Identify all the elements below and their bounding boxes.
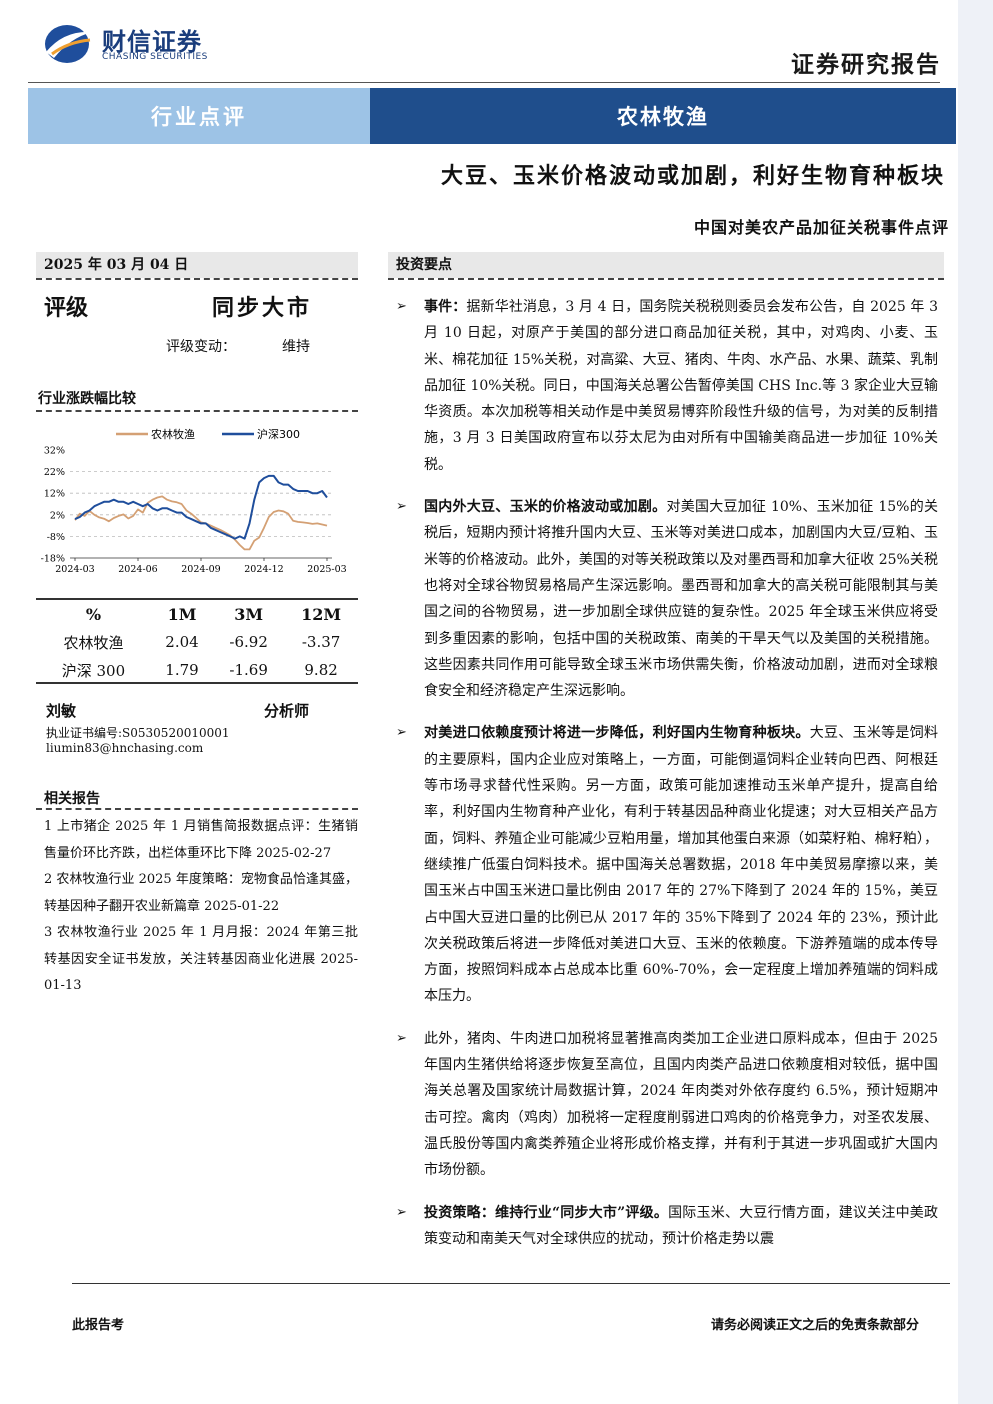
table-cell: -3.37 bbox=[301, 633, 341, 651]
key-point-lead: 事件： bbox=[424, 299, 467, 315]
key-points-divider bbox=[388, 278, 944, 280]
table-cell: 农林牧渔 bbox=[63, 633, 124, 652]
rating-label: 评级 bbox=[44, 295, 89, 321]
key-point-text: 对美国大豆加征 10%、玉米加征 15%的关税后，短期内预计将推升国内大豆、玉米… bbox=[424, 499, 939, 700]
date-divider bbox=[36, 278, 358, 280]
report-subtitle: 中国对美农产品加征关税事件点评 bbox=[693, 218, 949, 237]
x-tick-label: 2024-09 bbox=[181, 564, 220, 575]
table-bottom-rule bbox=[36, 682, 358, 684]
table-cell: 沪深 300 bbox=[61, 661, 126, 680]
analyst-title: 分析师 bbox=[264, 702, 310, 720]
key-point-lead: 对美进口依赖度预计将进一步降低，利好国内生物育种板块。 bbox=[424, 725, 810, 742]
rating-change-value: 维持 bbox=[282, 339, 310, 355]
list-item[interactable]: 2 农林牧渔行业 2025 年度策略：宠物食品恰逢其盛，转基因种子翻开农业新篇章… bbox=[44, 872, 358, 914]
table-cell: -1.69 bbox=[229, 661, 268, 679]
arrow-bullet-icon: ➢ bbox=[396, 1204, 407, 1220]
arrow-bullet-icon: ➢ bbox=[396, 1030, 407, 1046]
disclaimer-note: 请务必阅读正文之后的免责条款部分 bbox=[710, 1318, 919, 1333]
chart-series-line-hs300 bbox=[74, 474, 328, 540]
rating-value: 同步大市 bbox=[212, 295, 313, 321]
header-divider bbox=[28, 82, 940, 83]
company-name: 财信证券 bbox=[102, 28, 202, 56]
footer-left-text: 此报告考 bbox=[72, 1318, 125, 1333]
y-tick-label: 22% bbox=[44, 467, 65, 478]
table-cell: 9.82 bbox=[304, 661, 338, 679]
x-tick-label: 2025-03 bbox=[307, 564, 346, 575]
analyst-name: 刘敏 bbox=[46, 702, 77, 720]
y-tick-label: -18% bbox=[41, 554, 65, 565]
legend-label-agri: 农林牧渔 bbox=[151, 427, 195, 441]
industry-performance-chart: 32% 22% 12% 2% -8% -18% 2024-03 2024-06 2024-09… bbox=[41, 427, 347, 575]
report-type: 证券研究报告 bbox=[791, 51, 941, 78]
key-point-text: 大豆、玉米等是饲料的主要原料，国内企业应对策略上，一方面，可能倒逼饲料企业转向巴… bbox=[424, 725, 939, 1005]
table-cell: -6.92 bbox=[229, 633, 268, 651]
chart-gridlines bbox=[70, 471, 332, 537]
arrow-bullet-icon: ➢ bbox=[396, 499, 407, 515]
right-margin-strip bbox=[958, 0, 993, 1404]
analyst-cert: 执业证书编号:S0530520010001 bbox=[46, 726, 230, 740]
key-point: ➢ 投资策略：维持行业“同步大市”评级。国际玉米、大豆行情方面，建议关注中美政策变… bbox=[396, 1200, 938, 1253]
table-top-rule bbox=[36, 598, 358, 600]
industry-name: 农林牧渔 bbox=[370, 88, 956, 144]
key-points-list: ➢ 事件：据新华社消息，3 月 4 日，国务院关税税则委员会发布公告，自 2025… bbox=[396, 294, 938, 1268]
chart-header-divider bbox=[36, 410, 358, 412]
table-header-cell: % bbox=[85, 604, 102, 624]
related-reports-header: 相关报告 bbox=[44, 791, 100, 807]
y-tick-label: 12% bbox=[44, 489, 65, 500]
table-cell: 1.79 bbox=[165, 661, 199, 679]
company-name-en: CHASING SECURITIES bbox=[102, 52, 208, 62]
chart-legend: 农林牧渔 沪深300 bbox=[116, 427, 300, 441]
key-point-lead: 国内外大豆、玉米的价格波动或加剧。 bbox=[424, 499, 667, 516]
y-tick-label: -8% bbox=[47, 532, 65, 543]
chart-y-axis: 32% 22% 12% 2% -8% -18% bbox=[41, 446, 65, 565]
chart-header: 行业涨跌幅比较 bbox=[38, 391, 136, 407]
key-point-text: 国际玉米、大豆行情方面，建议关注中美政策变动和南美天气对全球供应的扰动，预计价格… bbox=[424, 1204, 939, 1247]
report-date: 2025 年 03 月 04 日 bbox=[36, 252, 358, 278]
chart-x-axis: 2024-03 2024-06 2024-09 2024-12 2025-03 bbox=[55, 557, 347, 575]
key-point-lead: 投资策略：维持行业“同步大市”评级。 bbox=[424, 1204, 669, 1221]
x-tick-label: 2024-03 bbox=[55, 564, 94, 575]
analyst-email: liumin83@hnchasing.com bbox=[46, 741, 204, 755]
key-point-text: 此外，猪肉、牛肉进口加税将显著推高肉类加工企业进口原料成本，但由于 2025 年… bbox=[424, 1030, 938, 1179]
logo-emblem-icon bbox=[45, 25, 92, 63]
key-point: ➢ 对美进口依赖度预计将进一步降低，利好国内生物育种板块。大豆、玉米等是饲料的主要… bbox=[396, 720, 938, 1009]
footer-divider bbox=[72, 1283, 950, 1284]
key-point: ➢ 此外，猪肉、牛肉进口加税将显著推高肉类加工企业进口原料成本，但由于 2025 … bbox=[396, 1026, 938, 1184]
table-header-cell: 12M bbox=[301, 604, 342, 624]
table-header-row: % 1M 3M 12M bbox=[36, 600, 358, 628]
list-item[interactable]: 3 农林牧渔行业 2025 年 1 月月报：2024 年第三批转基因安全证书发放… bbox=[44, 925, 358, 993]
performance-table: % 1M 3M 12M 农林牧渔 2.04 -6.92 -3.37 沪深 300… bbox=[36, 600, 358, 684]
y-tick-label: 2% bbox=[50, 510, 65, 521]
key-point-text: 据新华社消息，3 月 4 日，国务院关税税则委员会发布公告，自 2025 年 3… bbox=[424, 299, 938, 473]
report-title: 大豆、玉米价格波动或加剧，利好生物育种板块 bbox=[440, 163, 945, 189]
report-category: 行业点评 bbox=[28, 88, 370, 144]
rating-change-label: 评级变动： bbox=[166, 339, 236, 355]
table-header-cell: 1M bbox=[167, 604, 197, 624]
x-tick-label: 2024-06 bbox=[118, 564, 157, 575]
table-header-cell: 3M bbox=[234, 604, 264, 624]
key-points-header: 投资要点 bbox=[388, 252, 944, 278]
legend-label-hs300: 沪深300 bbox=[257, 427, 300, 441]
y-tick-label: 32% bbox=[44, 446, 65, 457]
list-item[interactable]: 1 上市猪企 2025 年 1 月销售简报数据点评：生猪销售量价环比齐跌，出栏体… bbox=[44, 819, 358, 861]
table-row: 农林牧渔 2.04 -6.92 -3.37 bbox=[36, 628, 358, 656]
arrow-bullet-icon: ➢ bbox=[396, 725, 407, 741]
x-tick-label: 2024-12 bbox=[244, 564, 283, 575]
key-point: ➢ 国内外大豆、玉米的价格波动或加剧。对美国大豆加征 10%、玉米加征 15%的关… bbox=[396, 494, 938, 704]
related-divider bbox=[36, 808, 358, 810]
table-cell: 2.04 bbox=[165, 633, 199, 651]
arrow-bullet-icon: ➢ bbox=[396, 299, 407, 314]
key-point: ➢ 事件：据新华社消息，3 月 4 日，国务院关税税则委员会发布公告，自 2025… bbox=[396, 294, 938, 478]
related-reports-list: 1 上市猪企 2025 年 1 月销售简报数据点评：生猪销售量价环比齐跌，出栏体… bbox=[44, 814, 358, 1000]
table-row: 沪深 300 1.79 -1.69 9.82 bbox=[36, 656, 358, 684]
chart-series bbox=[74, 474, 328, 551]
company-logo: 财信证券 CHASING SECURITIES bbox=[40, 18, 220, 68]
